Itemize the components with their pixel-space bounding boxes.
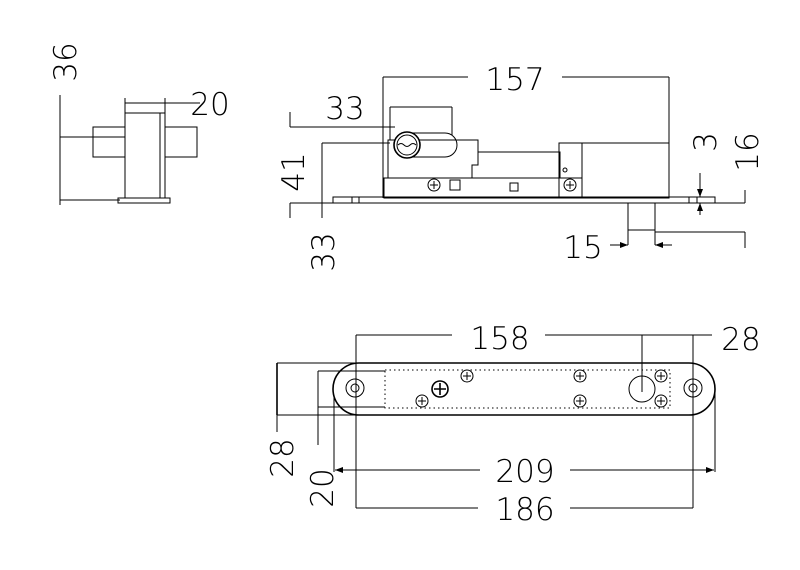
dim-height: 41: [276, 152, 312, 191]
screws: [415, 369, 668, 408]
plate-shape: [332, 362, 716, 416]
dim-length: 157: [485, 62, 544, 98]
dim-strike-width: 15: [563, 230, 602, 266]
front-view: 157 33 41 33: [276, 62, 766, 272]
knob-shape: [92, 112, 198, 204]
dim-hole-spacing: 158: [470, 321, 529, 357]
dim-side-stem: 20: [190, 87, 229, 123]
dim-cylinder: 33: [325, 91, 364, 127]
lock-body: [332, 131, 716, 231]
dim-overall-length: 209: [495, 454, 554, 490]
dim-plate-width: 28: [265, 438, 301, 477]
dim-plate-thickness: 3: [688, 132, 724, 152]
dim-hole-offset: 28: [721, 322, 760, 358]
plate-view: 158 28 28 20: [265, 321, 761, 528]
dim-strike-height: 16: [730, 132, 766, 171]
dim-side-height: 36: [48, 42, 84, 81]
dim-centers: 186: [495, 492, 554, 528]
dim-body-width: 20: [305, 468, 341, 507]
dim-backset: 33: [306, 232, 342, 271]
side-view: 36 20: [48, 42, 230, 205]
